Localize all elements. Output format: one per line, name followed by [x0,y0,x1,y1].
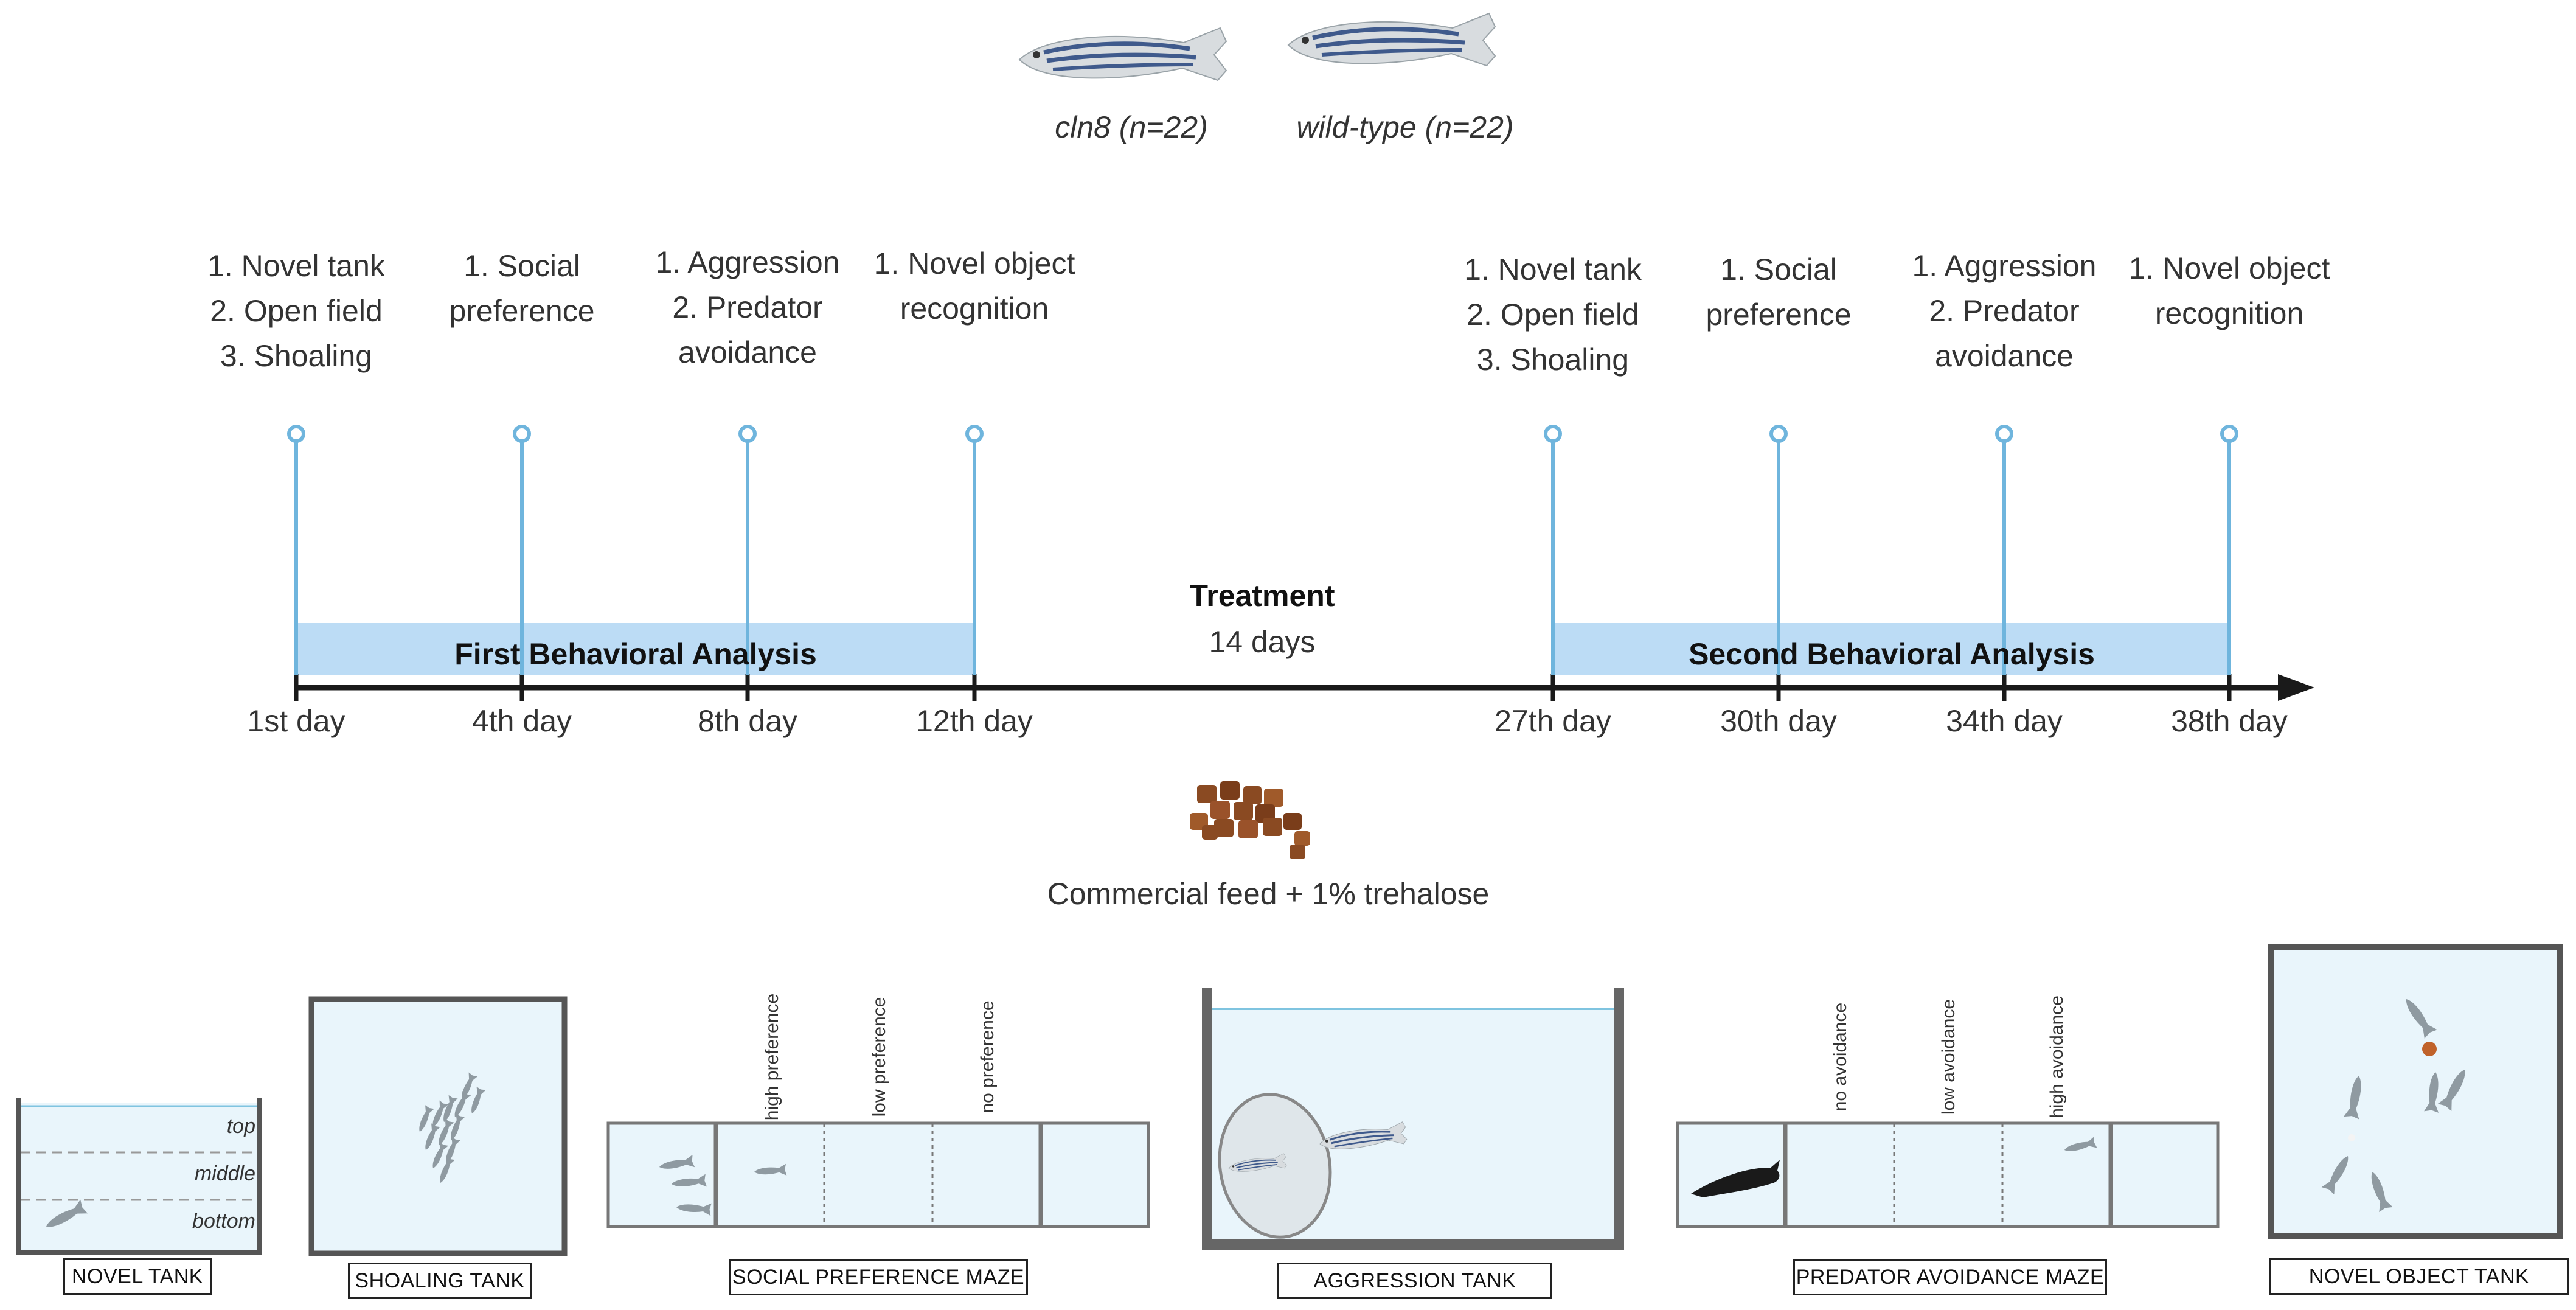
zone-label-low-preference: low preference [869,997,889,1117]
aggression-tank-label: AGGRESSION TANK [1277,1263,1552,1299]
first-phase-bar [296,623,974,675]
novel-object-tank-diagram [2268,944,2563,1239]
day-label: 8th day [697,704,797,738]
zone-label-high-avoidance: high avoidance [2047,995,2067,1118]
feed-label: Commercial feed + 1% trehalose [1047,877,1490,911]
zone-label-top: top [226,1115,255,1138]
cln8-fish-image [1019,28,1226,80]
second-phase-bar [1553,623,2229,675]
zone-label-no-preference: no preference [977,1000,998,1113]
cln8-label: cln8 (n=22) [1055,110,1208,144]
novel-tank-label: NOVEL TANK [63,1258,212,1295]
zone-label-middle: middle [194,1162,255,1185]
wildtype-label: wild-type (n=22) [1296,110,1514,144]
day-label: 30th day [1720,704,1837,738]
aggression-tank-diagram [1202,988,1624,1250]
day-label: 27th day [1495,704,1611,738]
treatment-duration: 14 days [1209,625,1316,659]
day-label: 34th day [1946,704,2063,738]
social-preference-maze-diagram [606,1121,1150,1228]
day-label: 4th day [471,704,572,738]
zone-label-low-avoidance: low avoidance [1939,998,1959,1115]
shoaling-tank-diagram [308,996,568,1256]
day-label: 1st day [247,704,345,738]
shoaling-tank-label: SHOALING TANK [348,1263,532,1299]
day-label: 12th day [916,704,1033,738]
wildtype-fish-image [1288,13,1495,66]
predator-avoidance-maze-diagram [1676,1121,2220,1228]
second-phase-label: Second Behavioral Analysis [1689,637,2095,671]
novel-object-tank-label: NOVEL OBJECT TANK [2269,1258,2569,1295]
zone-label-high-preference: high preference [762,993,782,1121]
timeline-markers [287,425,2238,675]
treatment-title: Treatment [1189,579,1335,613]
zone-label-bottom: bottom [192,1210,255,1233]
zone-label-no-avoidance: no avoidance [1830,1002,1850,1112]
predator-maze-label: PREDATOR AVOIDANCE MAZE [1793,1259,2107,1295]
timeline-axis [294,674,2314,701]
day-label: 38th day [2171,704,2288,738]
first-phase-label: First Behavioral Analysis [454,637,817,671]
social-maze-label: SOCIAL PREFERENCE MAZE [729,1259,1028,1295]
novel-tank-diagram [16,1098,262,1255]
feed-pellets-image [1190,781,1310,859]
